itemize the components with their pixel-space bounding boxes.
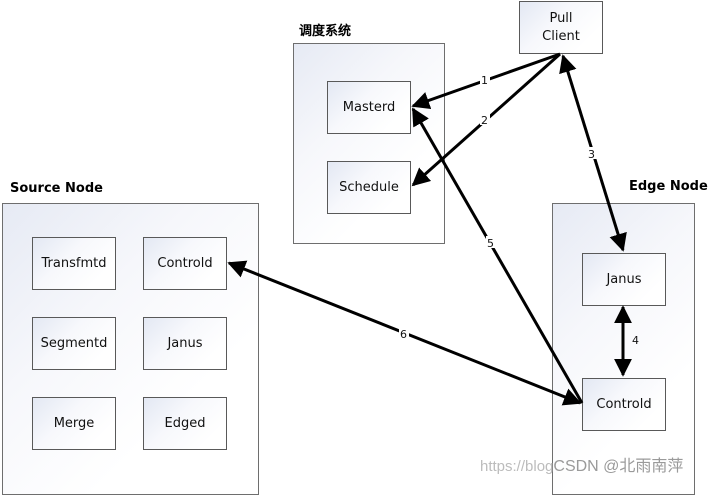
edge-label-5: 5 <box>487 237 494 250</box>
source-controld-node[interactable]: Controld <box>143 237 227 290</box>
source-controld-label: Controld <box>157 255 213 271</box>
edge-janus-label: Janus <box>606 271 642 287</box>
source-transfmtd-node[interactable]: Transfmtd <box>32 237 116 290</box>
edge-5 <box>411 107 584 404</box>
edge-janus-node[interactable]: Janus <box>582 253 666 306</box>
source-janus-node[interactable]: Janus <box>143 317 227 370</box>
watermark-brand: CSDN @北雨南萍 <box>553 458 684 475</box>
edge-controld-label: Controld <box>596 396 652 412</box>
edge-label-1: 1 <box>481 74 488 87</box>
source-merge-node[interactable]: Merge <box>32 397 116 450</box>
schedule-node[interactable]: Schedule <box>327 161 411 214</box>
edge-node-title: Edge Node <box>629 179 708 194</box>
source-merge-label: Merge <box>53 415 95 431</box>
source-edged-node[interactable]: Edged <box>143 397 227 450</box>
masterd-label: Masterd <box>342 99 396 115</box>
pull-client-label-line2: Client <box>542 28 580 44</box>
source-edged-label: Edged <box>164 415 206 431</box>
edge-label-2: 2 <box>481 114 488 127</box>
edge-label-6: 6 <box>400 328 407 341</box>
scheduler-title: 调度系统 <box>299 24 352 39</box>
source-segmentd-label: Segmentd <box>40 335 108 351</box>
masterd-node[interactable]: Masterd <box>327 81 411 134</box>
pull-client-node[interactable]: Pull Client <box>519 1 603 54</box>
watermark-url: https://blog <box>480 458 554 475</box>
edge-controld-node[interactable]: Controld <box>582 378 666 431</box>
source-node-title: Source Node <box>10 181 103 196</box>
source-janus-label: Janus <box>167 335 203 351</box>
source-transfmtd-label: Transfmtd <box>41 255 107 271</box>
pull-client-label-line1: Pull <box>549 10 573 26</box>
watermark: https://blogCSDN @北雨南萍 <box>480 452 683 476</box>
schedule-label: Schedule <box>339 179 399 195</box>
edge-label-4: 4 <box>632 334 639 347</box>
edge-label-3: 3 <box>588 148 595 161</box>
edges-layer: 1 2 3 4 5 6 <box>227 52 639 406</box>
source-segmentd-node[interactable]: Segmentd <box>32 317 116 370</box>
